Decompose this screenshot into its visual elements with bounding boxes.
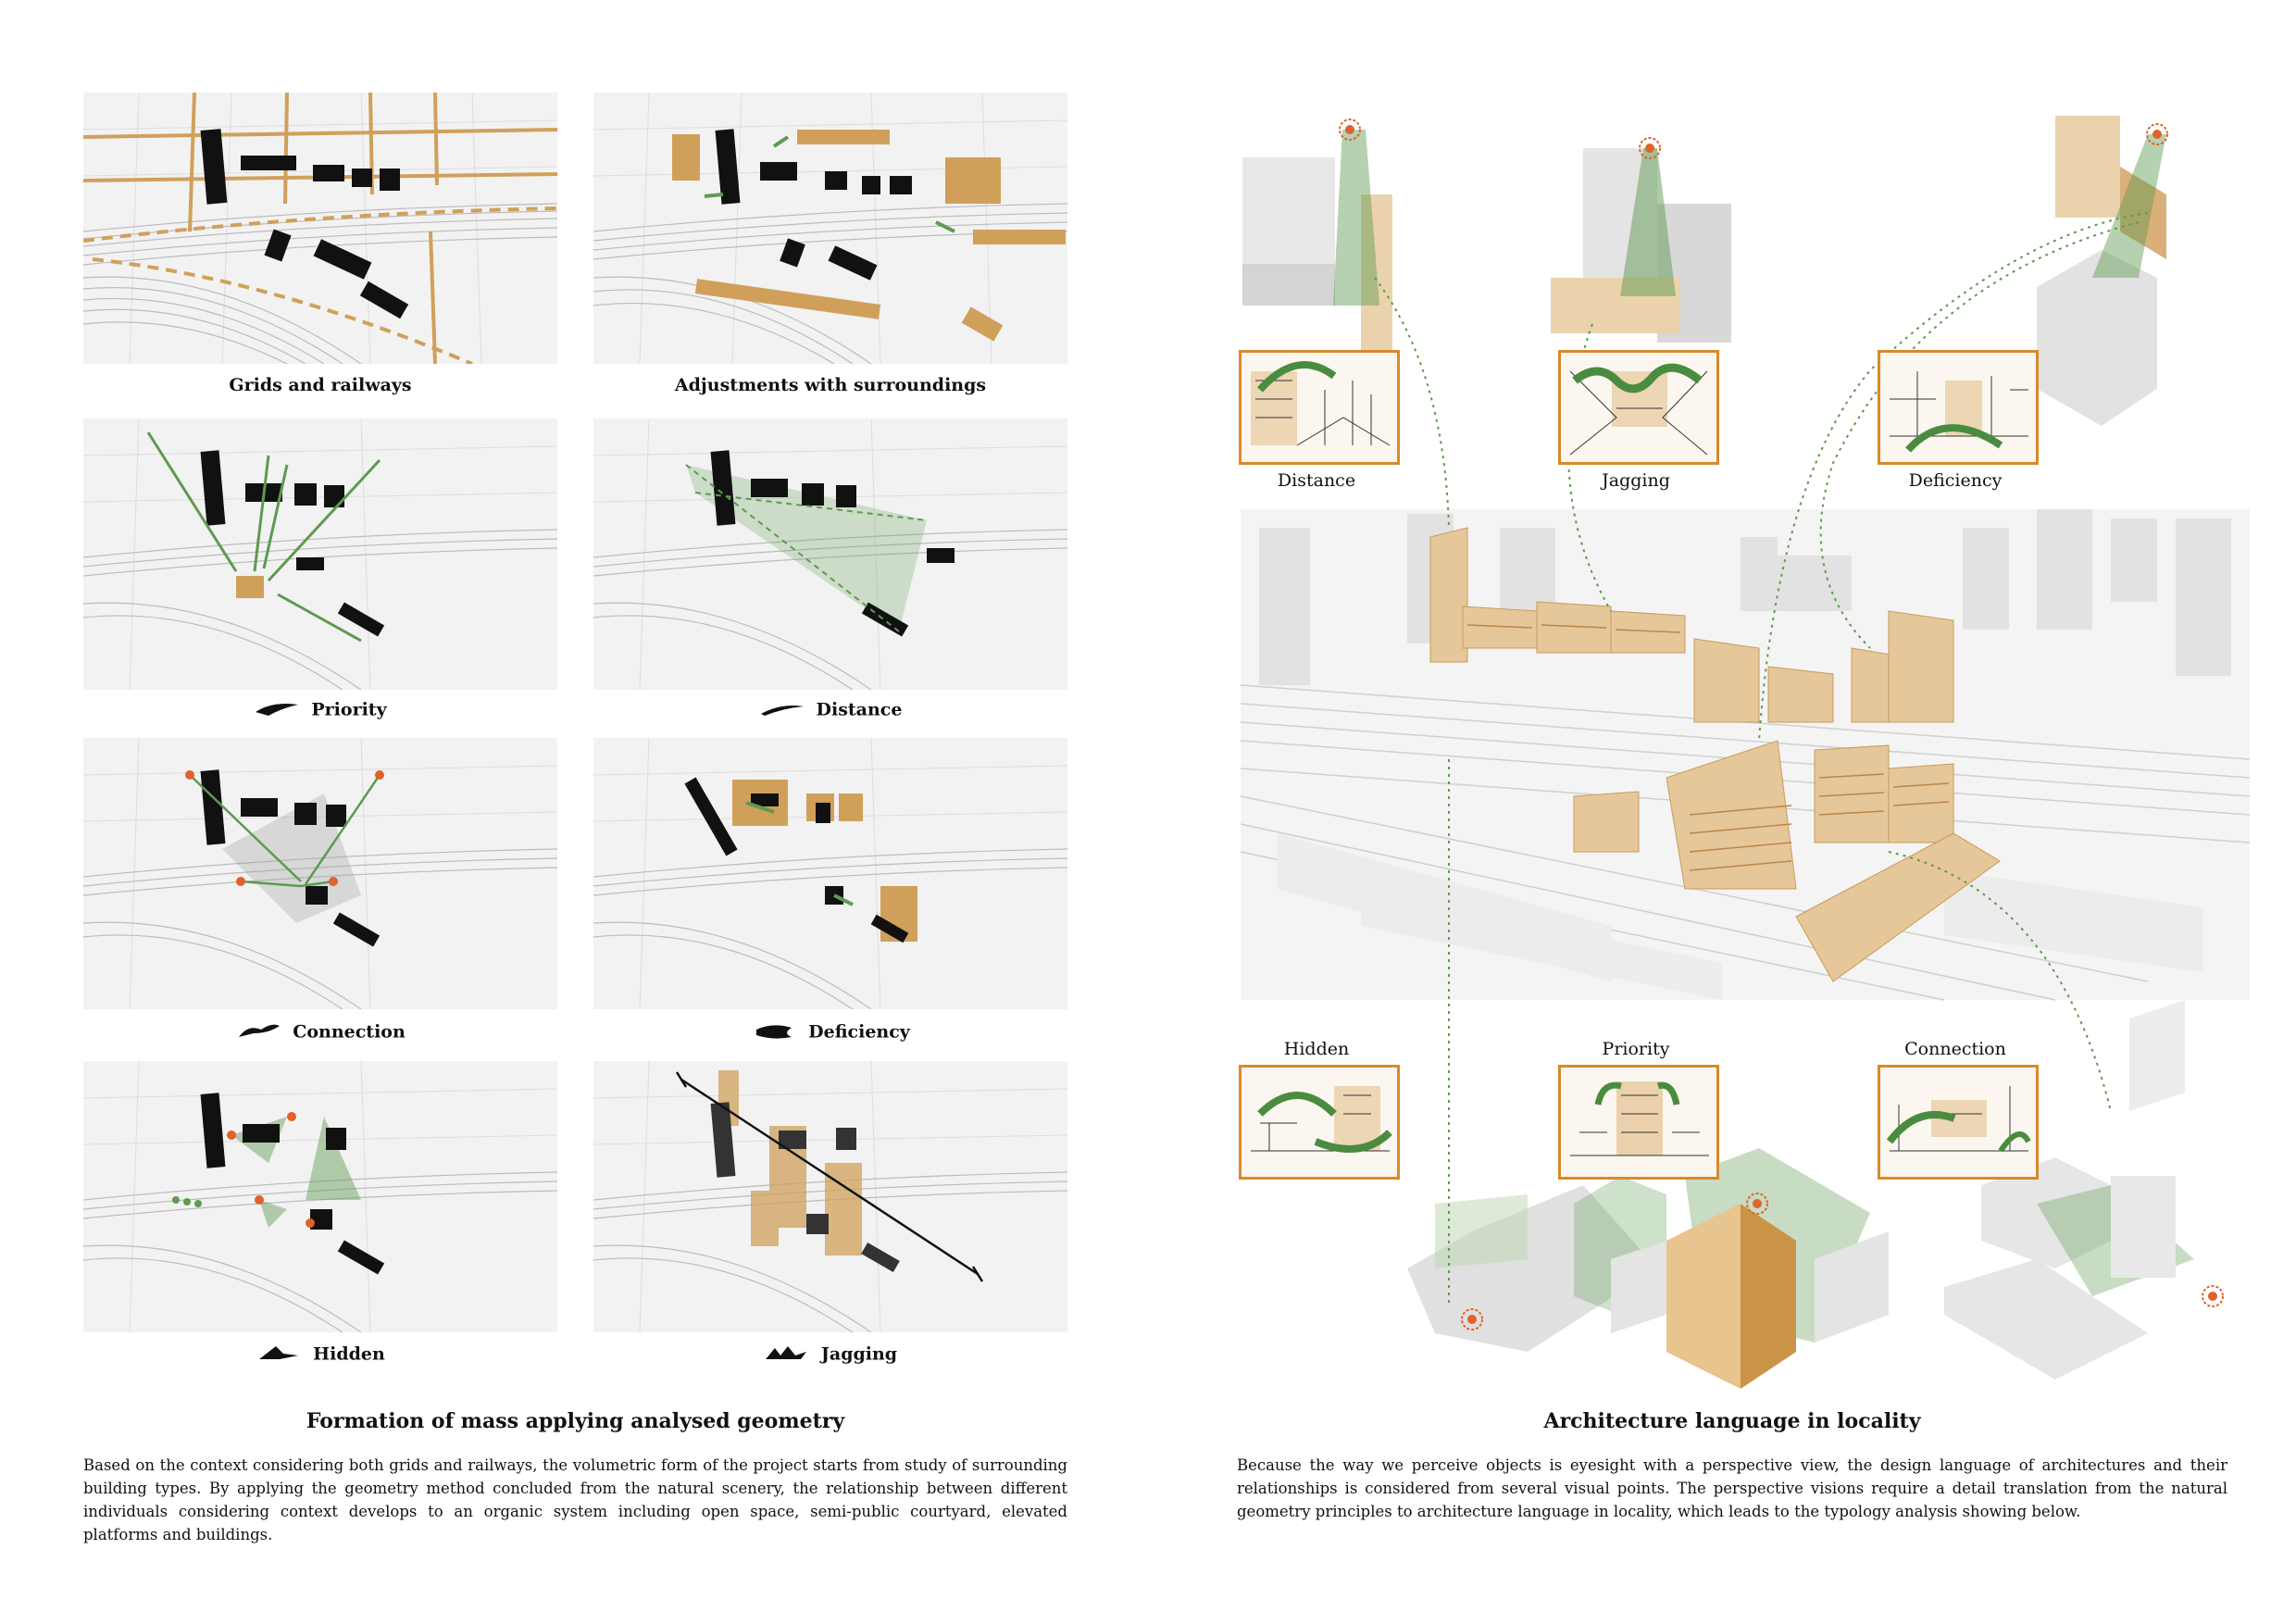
caption-jagging: Jagging bbox=[593, 1343, 1067, 1368]
map-hidden-drawing bbox=[83, 1061, 557, 1332]
sketch-label-hidden: Hidden bbox=[1224, 1039, 1409, 1059]
hidden-brush-icon bbox=[256, 1343, 302, 1368]
map-panel-deficiency bbox=[593, 738, 1067, 1009]
distance-brush-icon bbox=[759, 699, 805, 722]
map-panel-connection bbox=[83, 738, 557, 1009]
caption-hidden: Hidden bbox=[83, 1343, 557, 1368]
sketch-jagging-drawing bbox=[1561, 353, 1716, 462]
priority-brush-icon bbox=[254, 699, 300, 722]
deficiency-brush-icon bbox=[751, 1020, 797, 1045]
sketch-hidden bbox=[1239, 1065, 1400, 1180]
sketch-label-deficiency: Deficiency bbox=[1863, 470, 2048, 491]
map-panel-hidden bbox=[83, 1061, 557, 1332]
caption-connection: Connection bbox=[83, 1020, 557, 1045]
caption-grids: Grids and railways bbox=[83, 375, 557, 395]
map-panel-jagging bbox=[593, 1061, 1067, 1332]
left-paragraph: Based on the context considering both gr… bbox=[83, 1454, 1067, 1546]
caption-priority-text: Priority bbox=[311, 700, 386, 720]
map-panel-priority bbox=[83, 418, 557, 690]
caption-distance-text: Distance bbox=[817, 700, 903, 720]
map-priority-drawing bbox=[83, 418, 557, 690]
sketch-priority-drawing bbox=[1561, 1068, 1716, 1177]
caption-deficiency: Deficiency bbox=[593, 1020, 1067, 1045]
sketch-label-priority: Priority bbox=[1543, 1039, 1728, 1059]
caption-jagging-text: Jagging bbox=[821, 1344, 897, 1365]
map-distance-drawing bbox=[593, 418, 1067, 690]
sketch-label-jagging: Jagging bbox=[1543, 470, 1728, 491]
right-title: Architecture language in locality bbox=[1237, 1409, 2227, 1433]
map-deficiency-drawing bbox=[593, 738, 1067, 1009]
map-panel-distance bbox=[593, 418, 1067, 690]
jagging-brush-icon bbox=[764, 1343, 810, 1368]
sketch-connection bbox=[1878, 1065, 2039, 1180]
map-grids-drawing bbox=[83, 93, 557, 364]
sketch-deficiency bbox=[1878, 350, 2039, 465]
caption-connection-text: Connection bbox=[293, 1022, 406, 1043]
caption-deficiency-text: Deficiency bbox=[808, 1022, 910, 1043]
map-jagging-drawing bbox=[593, 1061, 1067, 1332]
sketch-hidden-drawing bbox=[1242, 1068, 1397, 1177]
map-adjust-drawing bbox=[593, 93, 1067, 364]
sketch-jagging bbox=[1558, 350, 1719, 465]
connection-brush-icon bbox=[235, 1020, 281, 1045]
sketch-connection-drawing bbox=[1880, 1068, 2036, 1177]
map-connection-drawing bbox=[83, 738, 557, 1009]
caption-priority: Priority bbox=[83, 699, 557, 722]
map-panel-grids bbox=[83, 93, 557, 364]
left-title: Formation of mass applying analysed geom… bbox=[83, 1409, 1067, 1433]
caption-distance: Distance bbox=[593, 699, 1067, 722]
sketch-priority bbox=[1558, 1065, 1719, 1180]
sketch-distance-drawing bbox=[1242, 353, 1397, 462]
map-panel-adjust bbox=[593, 93, 1067, 364]
sketch-label-distance: Distance bbox=[1224, 470, 1409, 491]
sketch-label-connection: Connection bbox=[1863, 1039, 2048, 1059]
caption-adjust: Adjustments with surroundings bbox=[593, 375, 1067, 395]
sketch-deficiency-drawing bbox=[1880, 353, 2036, 462]
perspective-composition bbox=[1222, 93, 2296, 1407]
sketch-distance bbox=[1239, 350, 1400, 465]
caption-hidden-text: Hidden bbox=[313, 1344, 385, 1365]
right-paragraph: Because the way we perceive objects is e… bbox=[1237, 1454, 2227, 1523]
